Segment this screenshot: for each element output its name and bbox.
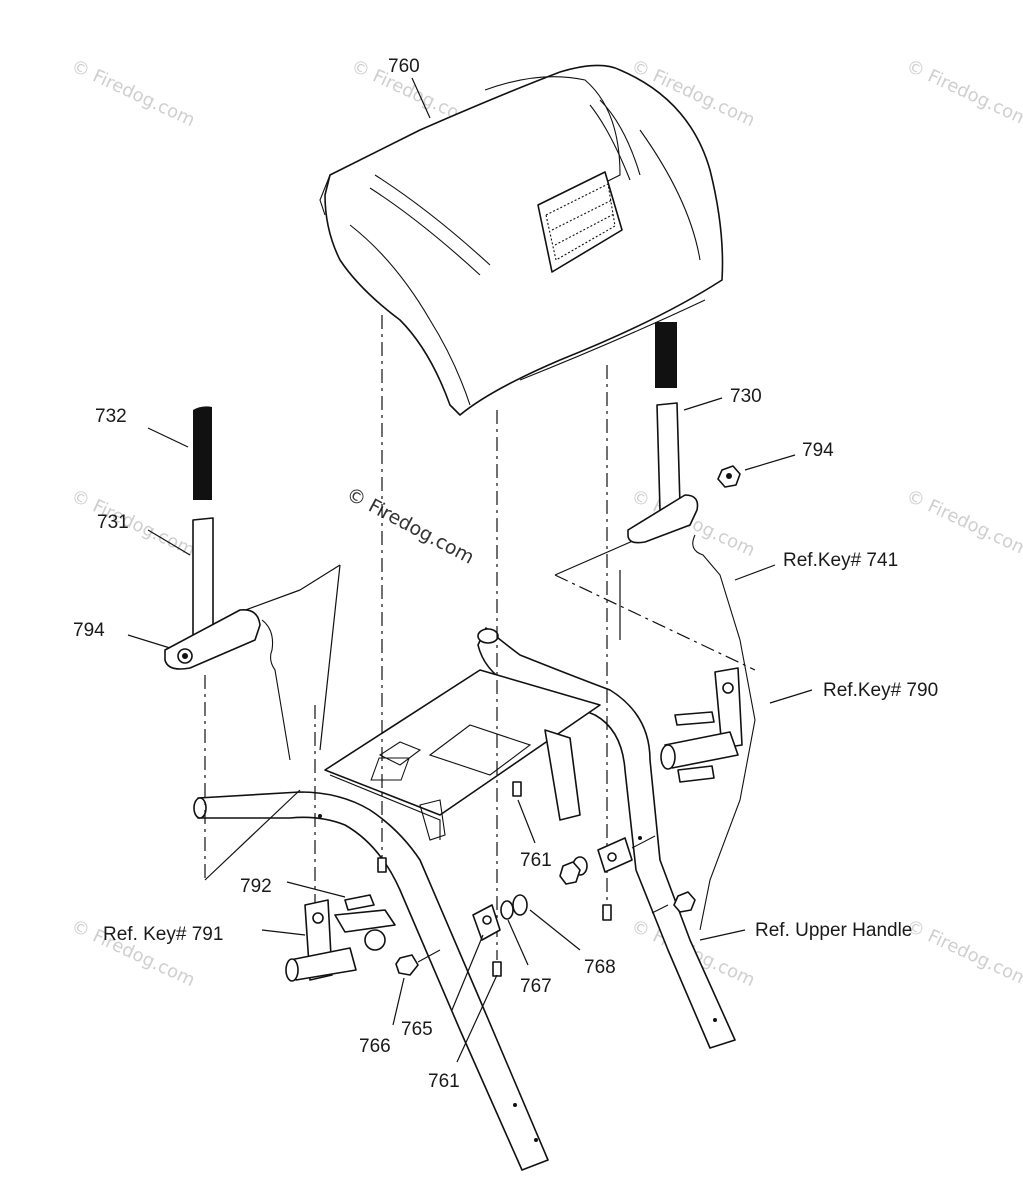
screw-right <box>602 904 612 921</box>
callout-ref-791: Ref. Key# 791 <box>103 924 223 945</box>
callout-766: 766 <box>359 1036 391 1057</box>
right-clamp-790 <box>660 667 743 783</box>
right-tube-end <box>477 628 499 644</box>
bolt-792 <box>344 894 375 911</box>
left-handle-tube <box>197 791 549 1171</box>
bar-730 <box>656 402 681 511</box>
callout-794-right: 794 <box>802 440 834 461</box>
tube-hole <box>638 836 642 840</box>
left-wire <box>261 619 291 761</box>
callout-ref-790: Ref.Key# 790 <box>823 680 938 701</box>
right-wire <box>692 534 756 931</box>
clamp-pin-left <box>289 947 357 981</box>
left-tube-end <box>193 797 207 819</box>
housing-contour <box>519 299 706 381</box>
tube-hole <box>713 1018 717 1022</box>
callout-labels: 760 732 731 794 730 794 Ref.Key# 741 Ref… <box>73 56 938 1092</box>
tube-hole <box>513 1103 517 1107</box>
hardware <box>377 781 696 977</box>
housing-shell <box>324 64 724 416</box>
screw-upper-left <box>377 857 387 873</box>
washer-767 <box>500 900 514 920</box>
headlight-housing <box>319 64 724 416</box>
tube-hole <box>534 1138 538 1142</box>
callout-761-lower: 761 <box>428 1071 460 1092</box>
watermark: © Firedog.com <box>68 55 198 131</box>
right-bracket-plate <box>627 494 699 544</box>
callout-ref-741: Ref.Key# 741 <box>783 550 898 571</box>
left-light-bar <box>164 406 291 761</box>
left-clamp-791 <box>285 894 396 982</box>
callout-767: 767 <box>520 976 552 997</box>
right-light-bar <box>627 322 756 931</box>
callout-ref-upper-handle: Ref. Upper Handle <box>755 920 912 941</box>
watermark: © Firedog.com <box>903 915 1023 991</box>
clamp-pin <box>664 731 739 769</box>
callout-732: 732 <box>95 406 127 427</box>
nut-right <box>559 861 581 885</box>
watermark-main: © Firedog.com <box>343 483 478 569</box>
bolt-766 <box>395 954 419 976</box>
housing-slot <box>374 174 491 266</box>
callout-768: 768 <box>584 957 616 978</box>
watermark: © Firedog.com <box>903 485 1023 561</box>
right-bracket <box>544 729 581 821</box>
callout-730: 730 <box>730 386 762 407</box>
callout-760: 760 <box>388 56 420 77</box>
screw-761 <box>512 781 522 797</box>
watermark: © Firedog.com <box>903 55 1023 131</box>
headlight-lens <box>537 171 623 273</box>
clamp-plate <box>714 667 743 749</box>
mounting-plate <box>324 669 601 841</box>
housing-top-panel <box>484 76 621 216</box>
left-bracket <box>419 799 446 841</box>
bolt-right <box>673 891 696 913</box>
callout-765: 765 <box>401 1019 433 1040</box>
clamp-washer <box>364 929 386 951</box>
tube-hole <box>318 814 322 818</box>
callout-731: 731 <box>97 512 129 533</box>
watermark: © Firedog.com <box>68 485 198 561</box>
decal-right <box>655 322 677 388</box>
screw-761-lower <box>492 961 502 977</box>
leader-lines <box>127 77 813 1063</box>
plate-body <box>324 669 601 816</box>
callout-792: 792 <box>240 876 272 897</box>
clamp-bolt <box>674 711 715 726</box>
nut-768 <box>512 894 528 916</box>
callout-761-upper: 761 <box>520 850 552 871</box>
housing-contour <box>349 224 471 406</box>
center-lines <box>204 315 756 960</box>
housing-slot <box>589 104 631 181</box>
decal-732 <box>193 406 212 500</box>
plate-slot <box>378 741 422 766</box>
callout-794-left: 794 <box>73 620 105 641</box>
plate-slot <box>428 724 532 776</box>
